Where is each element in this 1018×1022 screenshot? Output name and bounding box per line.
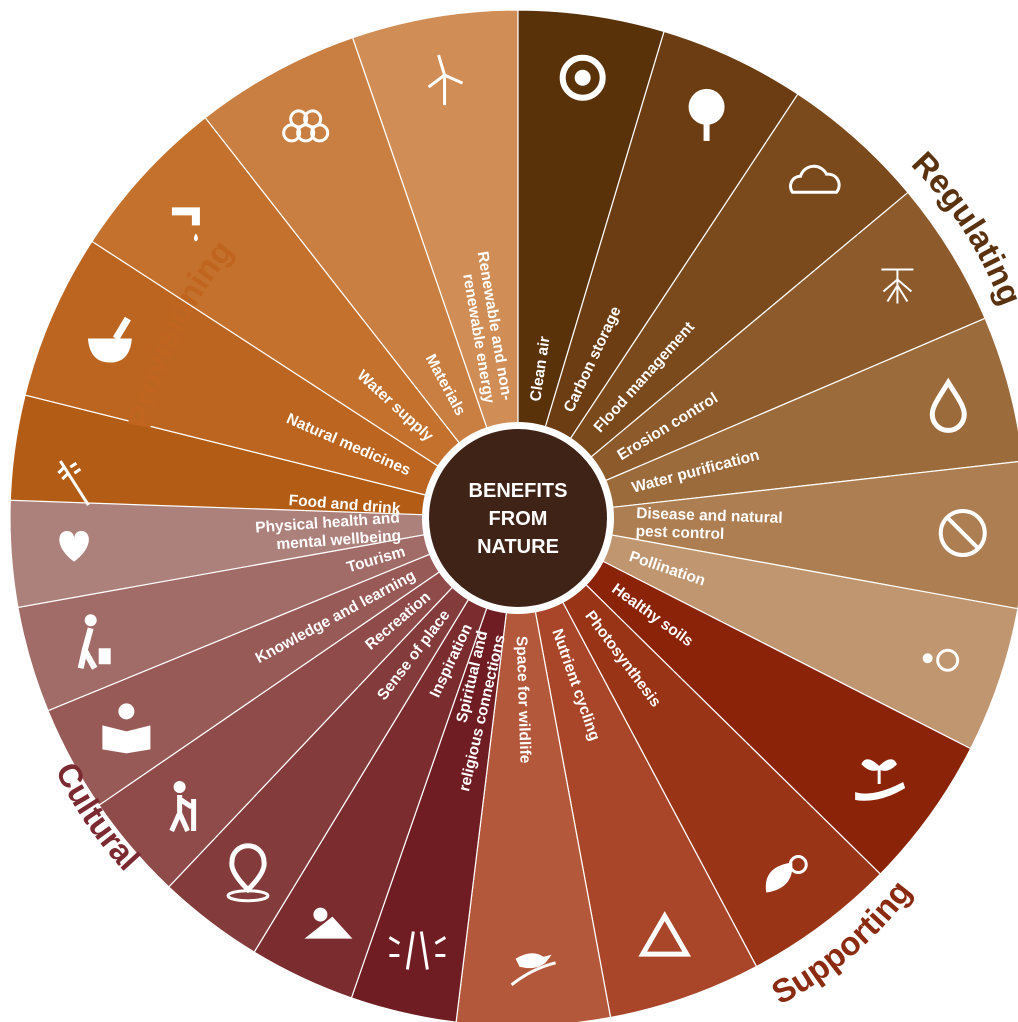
wind-turbine-icon [427,54,464,106]
swirl-icon [559,54,606,101]
leaf-sun-icon [765,855,808,893]
segment-label-space-for-wildlife: Space for wildlife [513,636,534,764]
tap-icon [171,207,200,242]
traveler-icon [77,614,111,670]
logs-icon [282,109,330,143]
sprout-hand-icon [855,759,906,801]
hiker-icon [169,781,197,833]
roots-icon [881,268,914,304]
center-title-line-1: BENEFITS [469,480,568,502]
heart-icon [59,531,89,562]
wheat-icon [57,460,90,506]
photographer-icon [304,907,353,939]
mortar-pestle-icon [87,316,132,363]
segment-label-line: pest control [635,523,724,543]
reader-icon [102,703,151,754]
water-drop-icon [929,377,967,433]
center-title-line-2: FROM [489,508,548,530]
recycle-n-icon [638,911,692,957]
center-title-line-3: NATURE [477,536,559,558]
segment-label-line: Space for wildlife [513,636,534,764]
bird-branch-icon [510,953,556,986]
center-disc [429,429,607,607]
co2-tree-icon [688,88,725,141]
rain-cloud-icon [789,164,841,194]
icons-layer [57,54,987,986]
location-heart-icon [226,843,270,903]
segment-label-line: Disease and natural [636,505,783,527]
bee-flower-icon [922,648,960,672]
center-hub: BENEFITS FROM NATURE [422,422,614,614]
no-tick-icon [938,508,987,557]
segments-layer [9,9,1018,1022]
praying-hands-icon [388,931,447,970]
